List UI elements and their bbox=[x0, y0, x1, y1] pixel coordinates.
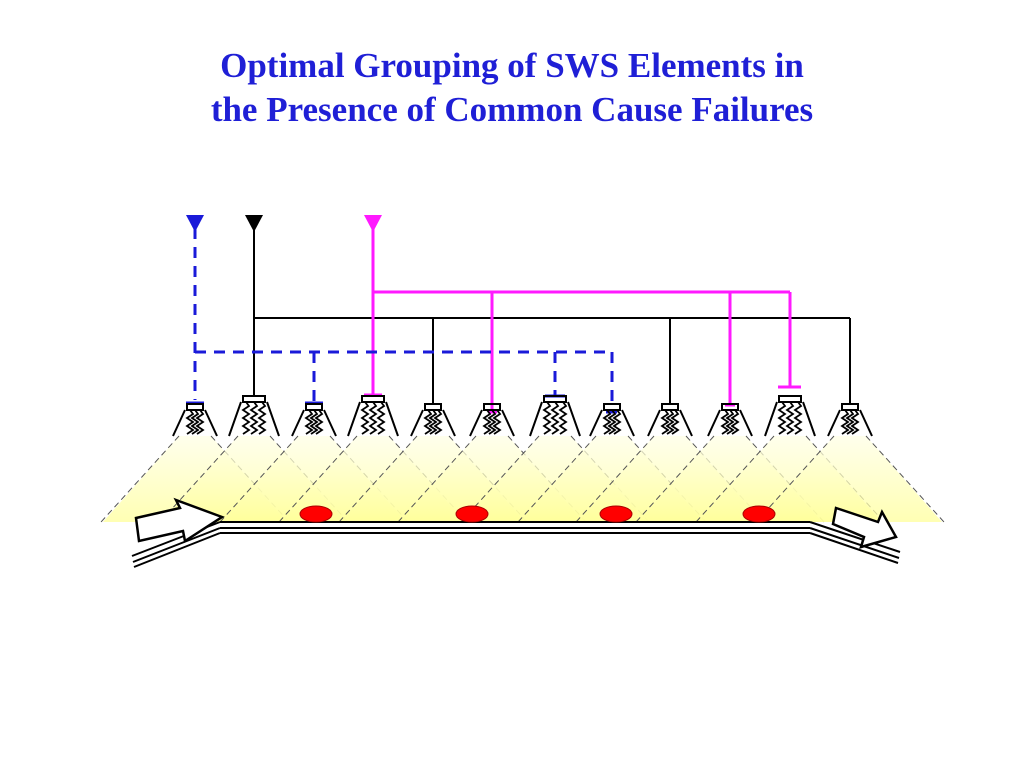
spray-zones bbox=[100, 435, 945, 523]
sprinkler-head-icon bbox=[228, 395, 280, 437]
sprinkler-head-icon bbox=[707, 403, 753, 437]
sprinkler-head-icon bbox=[589, 403, 635, 437]
title-line-1: Optimal Grouping of SWS Elements in bbox=[220, 46, 804, 85]
black-source-triangle-icon bbox=[245, 215, 263, 232]
sprinkler-head-icon bbox=[347, 395, 399, 437]
conveyor-belt bbox=[131, 521, 901, 568]
blue-source-triangle-icon bbox=[186, 215, 204, 232]
target-object bbox=[455, 505, 489, 523]
sprinkler-head-icon bbox=[827, 403, 873, 437]
sprinkler-head-icon bbox=[410, 403, 456, 437]
sprinkler-head-icon bbox=[764, 395, 816, 437]
sprinkler-head-icon bbox=[469, 403, 515, 437]
magenta-source-triangle-icon bbox=[364, 215, 382, 232]
sprinkler-elements bbox=[172, 395, 873, 437]
flow-out-arrow-icon bbox=[831, 506, 898, 549]
blue-pipe-network bbox=[193, 228, 614, 410]
sprinkler-head-icon bbox=[647, 403, 693, 437]
target-object bbox=[599, 505, 633, 523]
target-object bbox=[299, 505, 333, 523]
slide-title: Optimal Grouping of SWS Elements in the … bbox=[0, 44, 1024, 132]
target-object bbox=[742, 505, 776, 523]
title-line-2: the Presence of Common Cause Failures bbox=[210, 90, 814, 129]
spray-cone bbox=[758, 436, 942, 522]
sprinkler-head-icon bbox=[529, 395, 581, 437]
flow-in-arrow-icon bbox=[134, 497, 225, 544]
sprinkler-head-icon bbox=[291, 403, 337, 437]
black-pipe-network bbox=[253, 224, 851, 405]
sprinkler-head-icon bbox=[172, 403, 218, 437]
